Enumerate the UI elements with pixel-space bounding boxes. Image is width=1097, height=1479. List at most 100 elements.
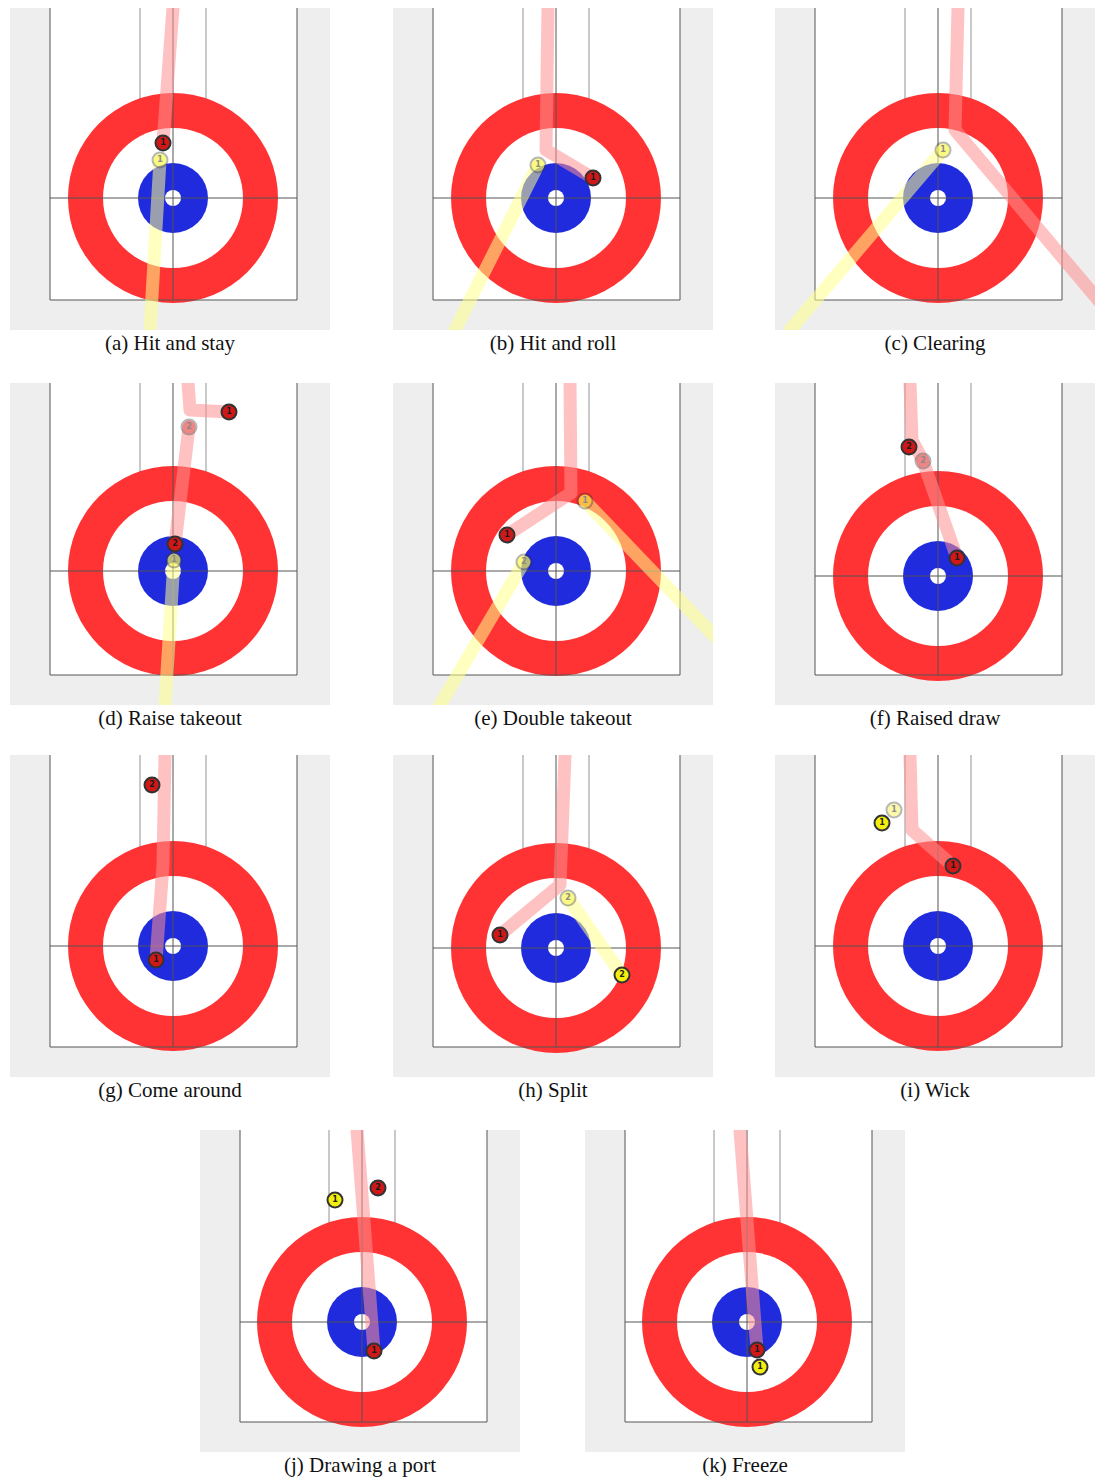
stone-body <box>517 555 532 570</box>
curling-stone <box>222 405 237 420</box>
curling-sheet <box>10 755 330 1077</box>
ice-border <box>10 8 330 330</box>
ice-border <box>393 383 713 705</box>
panel-caption: (i) Wick <box>900 1078 969 1103</box>
panel-caption: (a) Hit and stay <box>105 331 235 356</box>
guide-line <box>206 755 207 847</box>
panel-caption: (j) Drawing a port <box>284 1453 436 1478</box>
sheet-area <box>393 755 713 1077</box>
stone-number: 1 <box>222 405 236 419</box>
stone-trajectory <box>790 150 943 330</box>
sheet-area <box>775 755 1095 1077</box>
side-line <box>433 383 434 675</box>
curling-sheet <box>585 1130 905 1452</box>
stone-body <box>578 494 593 509</box>
side-line <box>297 755 298 1047</box>
panel-caption: (c) Clearing <box>885 331 986 356</box>
stone-body <box>753 1360 768 1375</box>
ghost-stone <box>936 143 951 158</box>
stone-number: 1 <box>750 1343 764 1357</box>
stone-body <box>371 1181 386 1196</box>
sheet-area <box>775 8 1095 330</box>
curling-stone <box>156 136 171 151</box>
side-line <box>240 1130 241 1422</box>
stone-number: 1 <box>531 158 545 172</box>
curling-stone <box>500 528 515 543</box>
stone-body <box>168 537 183 552</box>
stone-number: 1 <box>586 171 600 185</box>
guide-line <box>140 383 141 472</box>
curling-sheet <box>200 1130 520 1452</box>
sheet-area <box>10 383 330 705</box>
curling-stone <box>367 1344 382 1359</box>
stone-body <box>750 1343 765 1358</box>
center-line <box>938 383 939 675</box>
stone-trajectory <box>585 501 713 645</box>
guide-line <box>140 755 141 847</box>
stone-number: 1 <box>500 528 514 542</box>
stone-body <box>875 816 890 831</box>
guide-line <box>523 755 524 849</box>
stone-trajectory <box>165 560 174 705</box>
stone-trajectory <box>455 165 538 330</box>
stone-body <box>222 405 237 420</box>
panel-caption: (b) Hit and roll <box>490 331 617 356</box>
guide-line <box>589 755 590 849</box>
stone-trajectory <box>163 8 173 143</box>
stone-number: 2 <box>182 420 196 434</box>
stone-number: 2 <box>145 778 159 792</box>
curling-stone <box>168 537 183 552</box>
side-line <box>680 755 681 1047</box>
stone-trajectory <box>440 562 524 705</box>
stone-number: 1 <box>946 859 960 873</box>
stone-number: 1 <box>156 136 170 150</box>
stone-trajectory <box>175 427 189 544</box>
panel-caption: (e) Double takeout <box>474 706 631 731</box>
stone-number: 1 <box>153 153 167 167</box>
guide-line <box>780 1130 781 1223</box>
panel-caption: (h) Split <box>518 1078 587 1103</box>
side-line <box>815 755 816 1047</box>
guide-line <box>140 8 141 99</box>
panel-caption: (d) Raise takeout <box>98 706 241 731</box>
side-line <box>815 8 816 300</box>
curling-stone <box>149 953 164 968</box>
curling-stone <box>493 928 508 943</box>
stone-body <box>149 953 164 968</box>
curling-stone <box>145 778 160 793</box>
sheet-area <box>200 1130 520 1452</box>
sheet-area <box>10 755 330 1077</box>
curling-sheet <box>393 755 713 1077</box>
sheet-area <box>10 8 330 330</box>
stone-body <box>615 968 630 983</box>
side-line <box>50 755 51 1047</box>
ghost-stone <box>887 803 902 818</box>
side-line <box>297 383 298 675</box>
curling-sheet <box>10 8 330 330</box>
curling-stone <box>946 859 961 874</box>
ice-border <box>10 383 330 705</box>
stone-trajectory <box>910 383 957 558</box>
center-line <box>556 383 557 675</box>
sheet-area <box>393 383 713 705</box>
back-line <box>240 1422 487 1423</box>
stone-number: 2 <box>916 454 930 468</box>
stone-body <box>167 553 182 568</box>
stone-trajectory <box>955 8 1095 308</box>
curling-sheet <box>775 755 1095 1077</box>
guide-line <box>589 383 590 472</box>
stone-number: 1 <box>149 953 163 967</box>
ghost-stone <box>167 553 182 568</box>
curling-stone <box>875 816 890 831</box>
panel-caption: (f) Raised draw <box>870 706 1001 731</box>
stone-number: 1 <box>493 928 507 942</box>
stone-trajectory <box>910 755 953 866</box>
ghost-stone <box>578 494 593 509</box>
curling-stone <box>753 1360 768 1375</box>
side-line <box>872 1130 873 1422</box>
curling-sheet <box>393 383 723 705</box>
stone-body <box>493 928 508 943</box>
stone-body <box>916 454 931 469</box>
